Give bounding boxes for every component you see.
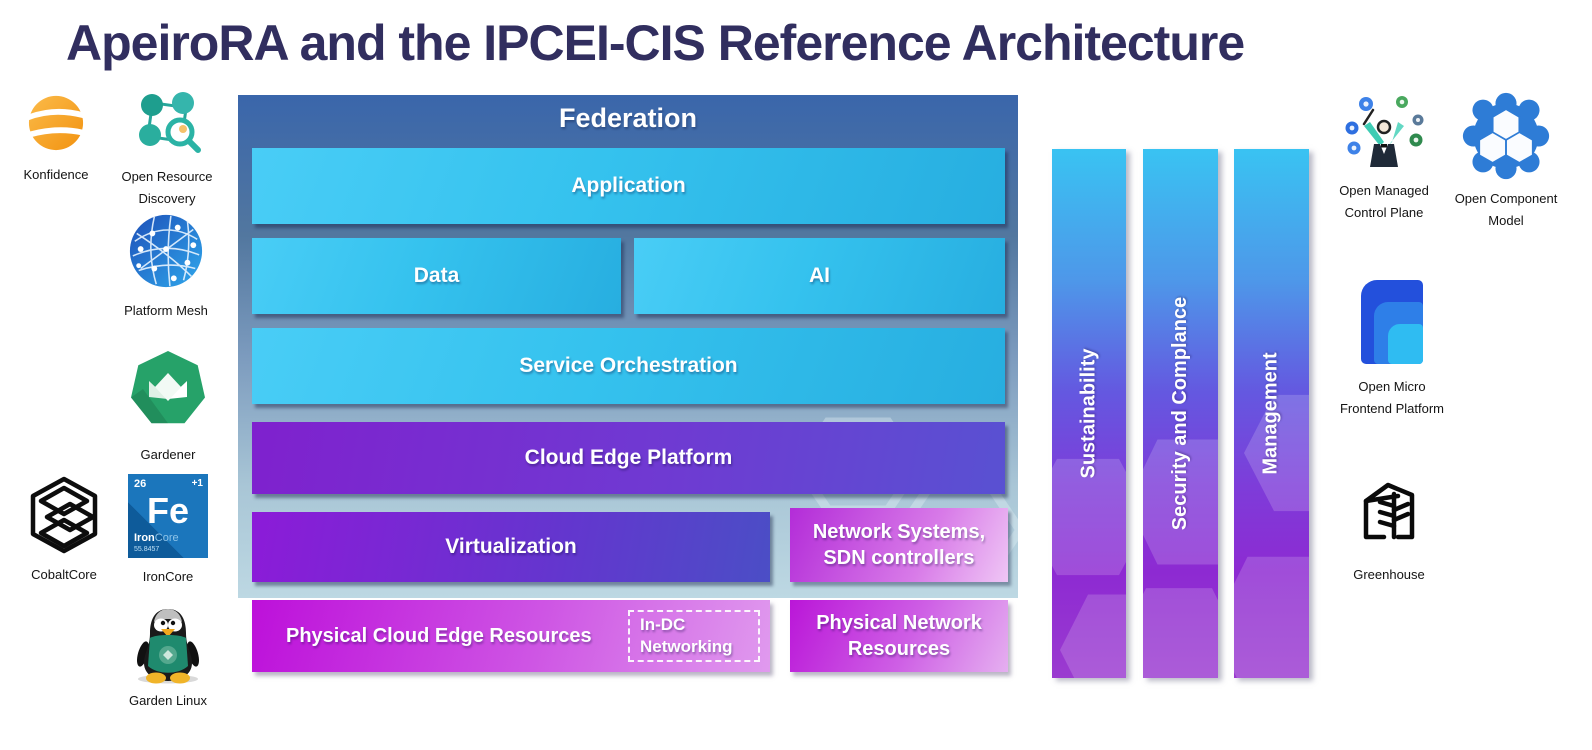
hexagon-decor — [1052, 458, 1126, 576]
logo-label: Control Plane — [1344, 205, 1424, 220]
layer-data: Data — [252, 238, 621, 314]
gardener-icon — [131, 351, 205, 424]
page-title: ApeiroRA and the IPCEI-CIS Reference Arc… — [66, 15, 1245, 71]
logo-label: Gardener — [140, 447, 196, 462]
layer-physical-cloud-edge-resources: Physical Cloud Edge Resources In-DC Netw… — [252, 600, 770, 672]
layer-label: Cloud Edge Platform — [524, 446, 733, 469]
federation-title: Federation — [558, 103, 698, 133]
ironcore-atomic-number: 26 — [134, 478, 147, 490]
logo-cobaltcore: CobaltCore — [16, 476, 112, 586]
logo-label: Open Component — [1454, 191, 1558, 206]
in-dc-label: Networking — [640, 637, 733, 656]
garden-linux-icon — [137, 609, 199, 684]
layer-ai: AI — [634, 238, 1005, 314]
ironcore-symbol: Fe — [146, 490, 189, 531]
pillar-label: Security and Complance — [1169, 296, 1191, 531]
logo-platform-mesh: Platform Mesh — [116, 212, 216, 322]
logo-konfidence: Konfidence — [10, 94, 102, 186]
logo-label: Konfidence — [23, 167, 89, 182]
logo-label: CobaltCore — [31, 567, 97, 582]
ironcore-name: IronCore — [134, 532, 179, 544]
open-micro-frontend-platform-icon — [1361, 280, 1423, 364]
layer-label: AI — [809, 264, 830, 287]
logo-ironcore: 26 +1 Fe IronCore 55.8457 IronCore — [122, 474, 214, 588]
open-managed-control-plane-icon — [1345, 96, 1424, 167]
cobaltcore-icon — [30, 476, 98, 554]
layer-label: Virtualization — [445, 535, 577, 558]
pillar-label: Management — [1260, 352, 1282, 475]
logo-label: Open Managed — [1339, 183, 1429, 198]
layer-label: Resources — [847, 638, 951, 660]
layer-application: Application — [252, 148, 1005, 224]
pillar-label: Sustainability — [1077, 348, 1100, 479]
hexagon-decor — [1143, 588, 1218, 678]
platform-mesh-icon — [129, 214, 203, 288]
pillar-security-and-compliance: Security and Complance — [1143, 149, 1218, 678]
logo-label: Frontend Platform — [1339, 401, 1445, 416]
layer-label: Physical Cloud Edge Resources — [286, 624, 592, 647]
logo-label: IronCore — [142, 569, 194, 584]
layer-network-systems: Network Systems, SDN controllers — [790, 508, 1008, 582]
logo-greenhouse: Greenhouse — [1330, 474, 1448, 586]
logo-open-resource-discovery: Open Resource Discovery — [118, 88, 216, 210]
logo-garden-linux: Garden Linux — [122, 604, 214, 712]
ironcore-icon: 26 +1 Fe IronCore 55.8457 — [128, 474, 208, 558]
in-dc-label: In-DC — [640, 615, 686, 634]
ironcore-charge: +1 — [191, 478, 203, 489]
konfidence-icon — [28, 95, 84, 151]
logo-label: Discovery — [138, 191, 196, 206]
pillar-sustainability: Sustainability — [1052, 149, 1126, 678]
layer-label: Data — [413, 264, 460, 287]
hexagon-decor — [1234, 556, 1309, 678]
hexagon-decor — [1143, 439, 1218, 565]
layer-physical-network-resources: Physical Network Resources — [790, 600, 1008, 672]
logo-open-managed-control-plane: Open Managed Control Plane — [1322, 92, 1446, 224]
logo-open-component-model: Open Component Model — [1446, 90, 1566, 232]
logo-label: Greenhouse — [1353, 567, 1425, 582]
layer-label: Physical Network — [816, 612, 982, 634]
ironcore-mass: 55.8457 — [134, 546, 160, 553]
open-component-model-icon — [1462, 92, 1550, 180]
layer-label: Service Orchestration — [519, 354, 738, 377]
logo-label: Model — [1488, 213, 1524, 228]
layer-label: Application — [571, 174, 686, 197]
in-dc-networking-box: In-DC Networking — [628, 610, 760, 662]
layer-cloud-edge-platform: Cloud Edge Platform — [252, 422, 1005, 494]
greenhouse-icon — [1363, 482, 1415, 540]
omfp-layer-inner — [1388, 324, 1423, 364]
logo-label: Open Micro — [1358, 379, 1426, 394]
logo-gardener: Gardener — [120, 348, 216, 466]
layer-label: SDN controllers — [823, 547, 975, 569]
hexagon-decor — [1060, 594, 1126, 678]
open-resource-discovery-icon — [139, 92, 201, 153]
pillar-management: Management — [1234, 149, 1309, 678]
layer-service-orchestration: Service Orchestration — [252, 328, 1005, 404]
logo-label: Open Resource — [121, 169, 213, 184]
logo-label: Garden Linux — [128, 693, 208, 708]
logo-open-micro-frontend-platform: Open Micro Frontend Platform — [1328, 280, 1456, 420]
layer-label: Network Systems, — [812, 521, 986, 543]
logo-label: Platform Mesh — [124, 303, 208, 318]
layer-virtualization: Virtualization — [252, 512, 770, 582]
